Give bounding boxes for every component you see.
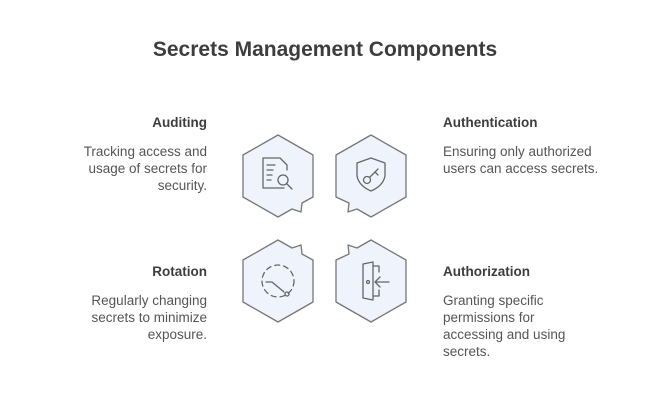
shield-key-icon [356,157,386,192]
document-search-icon [262,157,293,190]
authorization-description: Granting specific permissions for access… [443,293,566,359]
rotation-icon [261,264,295,298]
door-enter-icon [362,261,390,301]
rotation-heading: Rotation [152,264,207,279]
auditing-hexagon [242,134,314,218]
authentication-description: Ensuring only authorized users can acces… [443,144,599,176]
diagram-title: Secrets Management Components [152,38,498,61]
authorization-hexagon [335,239,407,323]
auditing-heading: Auditing [152,115,207,130]
authorization-heading: Authorization [443,264,530,279]
auditing-description: Tracking access and usage of secrets for… [83,144,207,193]
rotation-description: Regularly changing secrets to minimize e… [91,293,207,342]
authentication-heading: Authentication [443,115,538,130]
rotation-hexagon [242,239,314,323]
